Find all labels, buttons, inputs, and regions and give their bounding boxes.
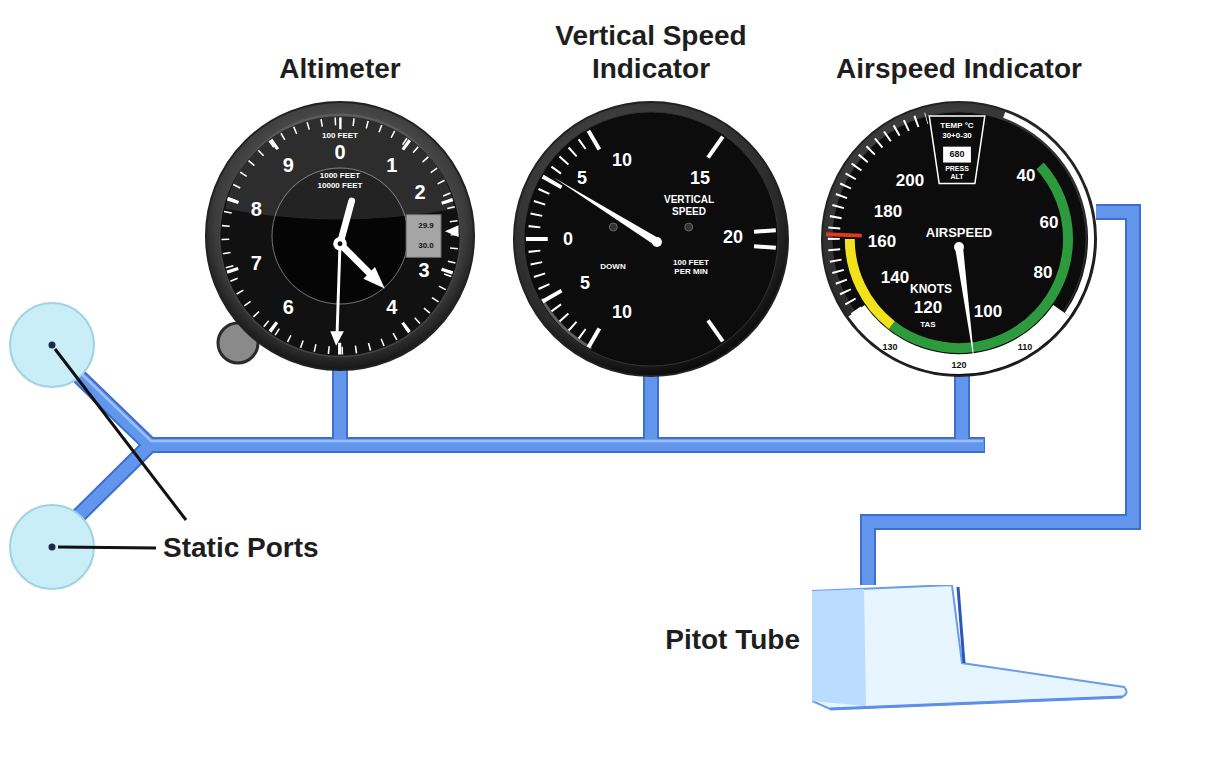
altimeter-gauge: Altimeter012346789100 FEET1000 FEET10000… [204,100,476,372]
dial-marking: 30+0-30 [942,131,972,140]
dial-marking: 3 [418,259,429,282]
dial-marking: 4 [386,296,397,319]
dial-marking: 130 [882,342,897,352]
dial-marking: 100 [974,302,1002,322]
dial-marking: 20 [723,227,743,248]
dial-marking: 0 [334,141,345,164]
dial-marking: 0 [563,229,573,250]
vsi-dial [512,100,790,378]
instrument-title: Vertical Speed Indicator [526,19,776,86]
dial-marking: TAS [920,320,935,329]
dial-marking: TEMP °C [940,121,973,130]
dial-marking: PRESS ALT [943,165,971,181]
dial-marking: AIRSPEED [926,226,992,241]
dial-marking: 120 [914,298,942,318]
dial-marking: 10 [612,150,632,171]
dial-marking: 120 [951,360,966,370]
dial-marking: 10000 FEET [318,181,363,190]
dial-marking: 6 [283,296,294,319]
dial-marking: 100 FEET PER MIN [665,258,717,276]
dial-marking: 5 [577,168,587,189]
dial-marking: 5 [580,273,590,294]
dial-marking: 1 [386,153,397,176]
dial-marking: 160 [868,232,896,252]
airspeed-gauge: Airspeed Indicator2001801601401201004060… [820,100,1098,378]
instrument-title: Pitot Tube [665,623,800,657]
dial-marking: 680 [949,149,964,159]
vertical-speed-gauge: Vertical Speed Indicator10505101520VERTI… [512,100,790,378]
dial-marking: 110 [1018,342,1033,352]
dial-marking: 15 [690,168,710,189]
pitot-tube-body [812,585,1130,713]
dial-marking: 40 [1017,166,1036,186]
dial-marking: 8 [251,197,262,220]
dial-marking: 180 [874,202,902,222]
pitot-tube: Pitot Tube [812,585,1130,713]
instrument-title: Altimeter [215,52,465,86]
dial-marking: 2 [414,181,425,204]
dial-marking: 9 [283,153,294,176]
leader-line [55,349,186,548]
dial-marking: 80 [1034,263,1053,283]
instrument-title: Airspeed Indicator [834,52,1084,86]
static-lines [62,357,985,532]
dial-marking: 100 FEET [322,131,358,140]
dial-marking: 30.0 [418,241,434,250]
dial-marking: 60 [1040,213,1059,233]
dial-marking: KNOTS [910,283,952,297]
dial-marking: 29.9 [418,221,434,230]
dial-marking: 200 [896,171,924,191]
static-port [10,303,94,387]
dial-marking: 7 [251,252,262,275]
dial-marking: 140 [881,268,909,288]
dial-marking: VERTICAL SPEED [656,194,722,217]
dial-marking: DOWN [600,262,625,271]
dial-marking: 10 [612,302,632,323]
dial-marking: 1000 FEET [320,171,360,180]
part-label: Static Ports [163,532,319,564]
